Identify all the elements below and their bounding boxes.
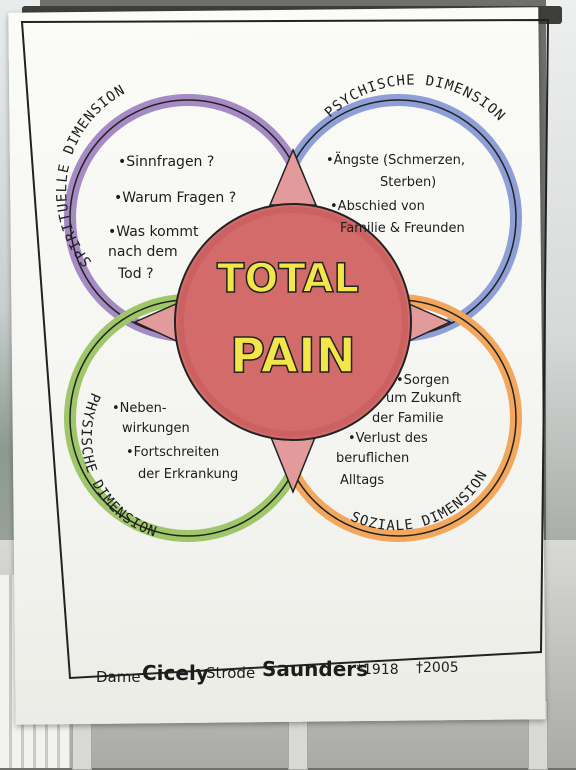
spiritual-label: SPIRITUELLE DIMENSION xyxy=(54,82,128,269)
physical-item: •Neben- xyxy=(112,401,167,416)
social-item: um Zukunft xyxy=(386,391,461,406)
social-item: der Familie xyxy=(372,411,443,426)
spiritual-item: nach dem xyxy=(108,244,178,260)
footer-last-name: Saunders xyxy=(262,657,368,681)
spiritual-item: •Sinnfragen ? xyxy=(118,154,214,170)
psychic-items: •Ängste (Schmerzen, Sterben) •Abschied v… xyxy=(326,152,465,236)
footer-middle-name: Strode xyxy=(206,664,255,682)
title-total: TOTAL xyxy=(217,256,359,302)
footer-prefix: Dame xyxy=(96,668,141,686)
social-item: •Sorgen xyxy=(396,373,449,388)
footer-born: *1918 xyxy=(356,662,399,678)
footer-credit: Dame Cicely Strode Saunders *1918 †2005 xyxy=(96,657,459,686)
spiritual-item: •Warum Fragen ? xyxy=(114,190,236,206)
social-item: •Verlust des xyxy=(348,431,428,446)
petal-top xyxy=(268,148,318,206)
psychic-item: •Abschied von xyxy=(330,199,425,214)
page-border xyxy=(20,18,550,680)
social-items: •Sorgen um Zukunft der Familie •Verlust … xyxy=(336,373,461,488)
physical-item: wirkungen xyxy=(122,421,190,436)
spiritual-items: •Sinnfragen ? •Warum Fragen ? •Was kommt… xyxy=(108,154,236,282)
petal-bottom xyxy=(268,434,318,495)
footer-died: †2005 xyxy=(416,660,459,676)
total-pain-circle xyxy=(174,203,412,441)
spiritual-item: Tod ? xyxy=(117,266,154,282)
social-item: beruflichen xyxy=(336,451,409,466)
spiritual-item: •Was kommt xyxy=(108,224,199,240)
physical-items: •Neben- wirkungen •Fortschreiten der Erk… xyxy=(112,401,238,482)
psychic-item: Sterben) xyxy=(380,175,436,190)
physical-item: der Erkrankung xyxy=(138,467,238,482)
footer-first-name: Cicely xyxy=(142,661,209,685)
psychic-item: •Ängste (Schmerzen, xyxy=(326,152,465,168)
title-pain: PAIN xyxy=(230,328,356,384)
psychic-item: Familie & Freunden xyxy=(340,221,465,236)
window-right xyxy=(546,0,576,560)
physical-item: •Fortschreiten xyxy=(126,445,219,460)
social-item: Alltags xyxy=(340,473,384,488)
